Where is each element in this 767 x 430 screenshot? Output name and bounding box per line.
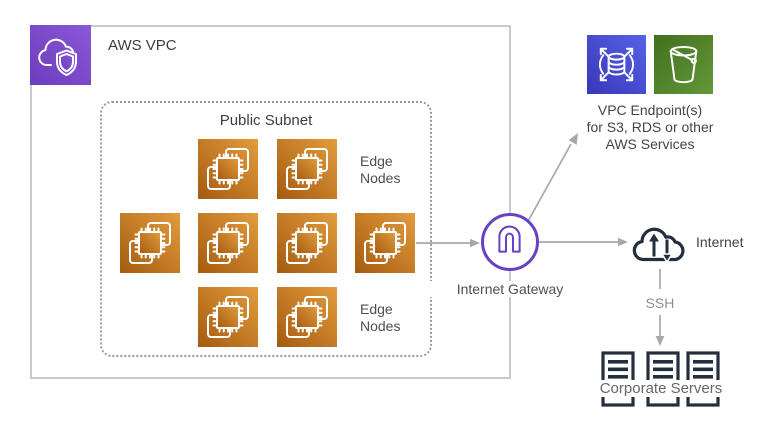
aws-vpc-icon (30, 25, 91, 85)
edge-node-icon (355, 213, 415, 273)
vpc-boundary-box (30, 25, 511, 379)
corporate-server-icon (646, 351, 680, 407)
internet-label: Internet (696, 234, 744, 250)
edge-node-icon (277, 287, 337, 347)
corporate-servers-label: Corporate Servers (571, 380, 751, 397)
vpc-endpoints-label-line1: VPC Endpoint(s) (597, 102, 703, 118)
internet-cloud-icon (628, 219, 692, 265)
internet-gateway-icon (481, 213, 539, 271)
corporate-server-icon (601, 351, 635, 407)
internet-gateway-label: Internet Gateway (430, 281, 590, 297)
ssh-label: SSH (630, 295, 690, 311)
edge-node-icon (120, 213, 180, 273)
corporate-server-icon (686, 351, 720, 407)
edge-nodes-label-top: Edge Nodes (360, 153, 401, 186)
vpc-endpoints-label: VPC Endpoint(s) for S3, RDS or other AWS… (555, 102, 745, 153)
public-subnet-label: Public Subnet (219, 112, 313, 129)
public-subnet-box (100, 101, 432, 357)
edge-node-icon (277, 139, 337, 199)
edge-node-icon (277, 213, 337, 273)
edge-node-icon (198, 287, 258, 347)
edge-node-icon (198, 139, 258, 199)
edge-nodes-label-bottom: Edge Nodes (360, 301, 401, 334)
rds-database-icon (587, 35, 646, 94)
edge-node-icon (198, 213, 258, 273)
vpc-endpoints-label-line2: for S3, RDS or other (586, 119, 714, 135)
s3-bucket-icon (654, 35, 713, 94)
vpc-endpoints-label-line3: AWS Services (605, 136, 695, 152)
vpc-label: AWS VPC (108, 37, 177, 54)
